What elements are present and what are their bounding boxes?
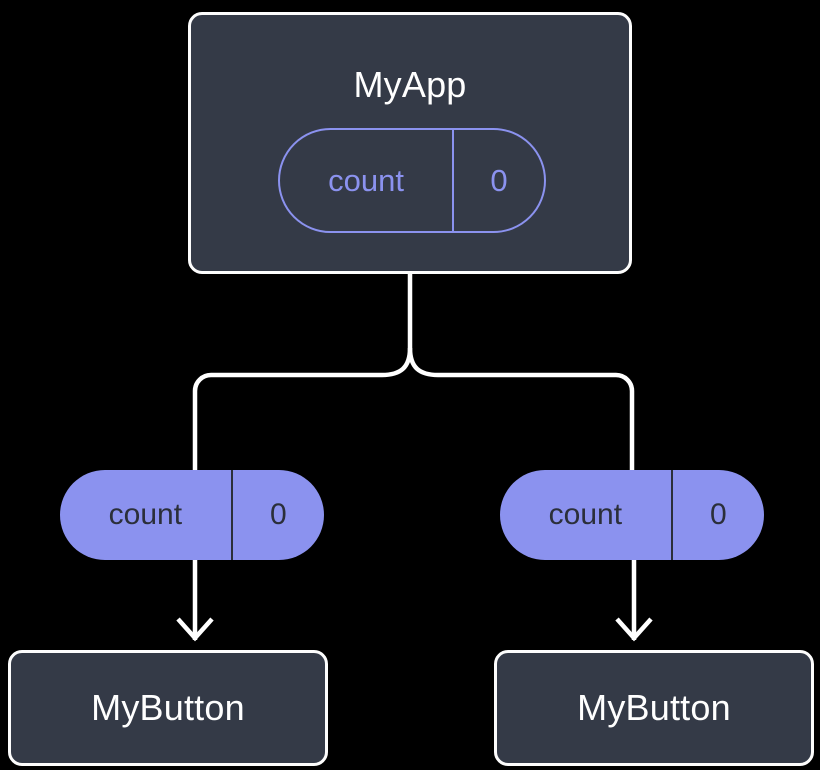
state-pill-left-value: 0 [230, 470, 324, 560]
component-title-mybutton-left: MyButton [91, 687, 245, 728]
state-pill-myapp-key: count [328, 163, 404, 198]
arrowhead-right-icon [615, 617, 653, 642]
component-title-myapp: MyApp [353, 64, 467, 105]
component-node-mybutton-right[interactable]: MyButton [494, 650, 814, 766]
component-title-mybutton-right: MyButton [577, 687, 731, 728]
component-node-mybutton-left[interactable]: MyButton [8, 650, 328, 766]
arrowhead-left-icon [176, 617, 214, 642]
state-pill-myapp-value: 0 [452, 130, 544, 231]
edge-myapp-to-right-state [407, 347, 635, 470]
state-pill-right-value: 0 [670, 470, 764, 560]
state-pill-left[interactable]: count 0 [60, 470, 324, 560]
state-pill-left-key: count [108, 498, 183, 531]
state-pill-right-key: count [548, 498, 623, 531]
state-pill-myapp[interactable]: count 0 [278, 128, 546, 233]
edge-myapp-to-left-state [192, 347, 413, 470]
state-pill-right[interactable]: count 0 [500, 470, 764, 560]
